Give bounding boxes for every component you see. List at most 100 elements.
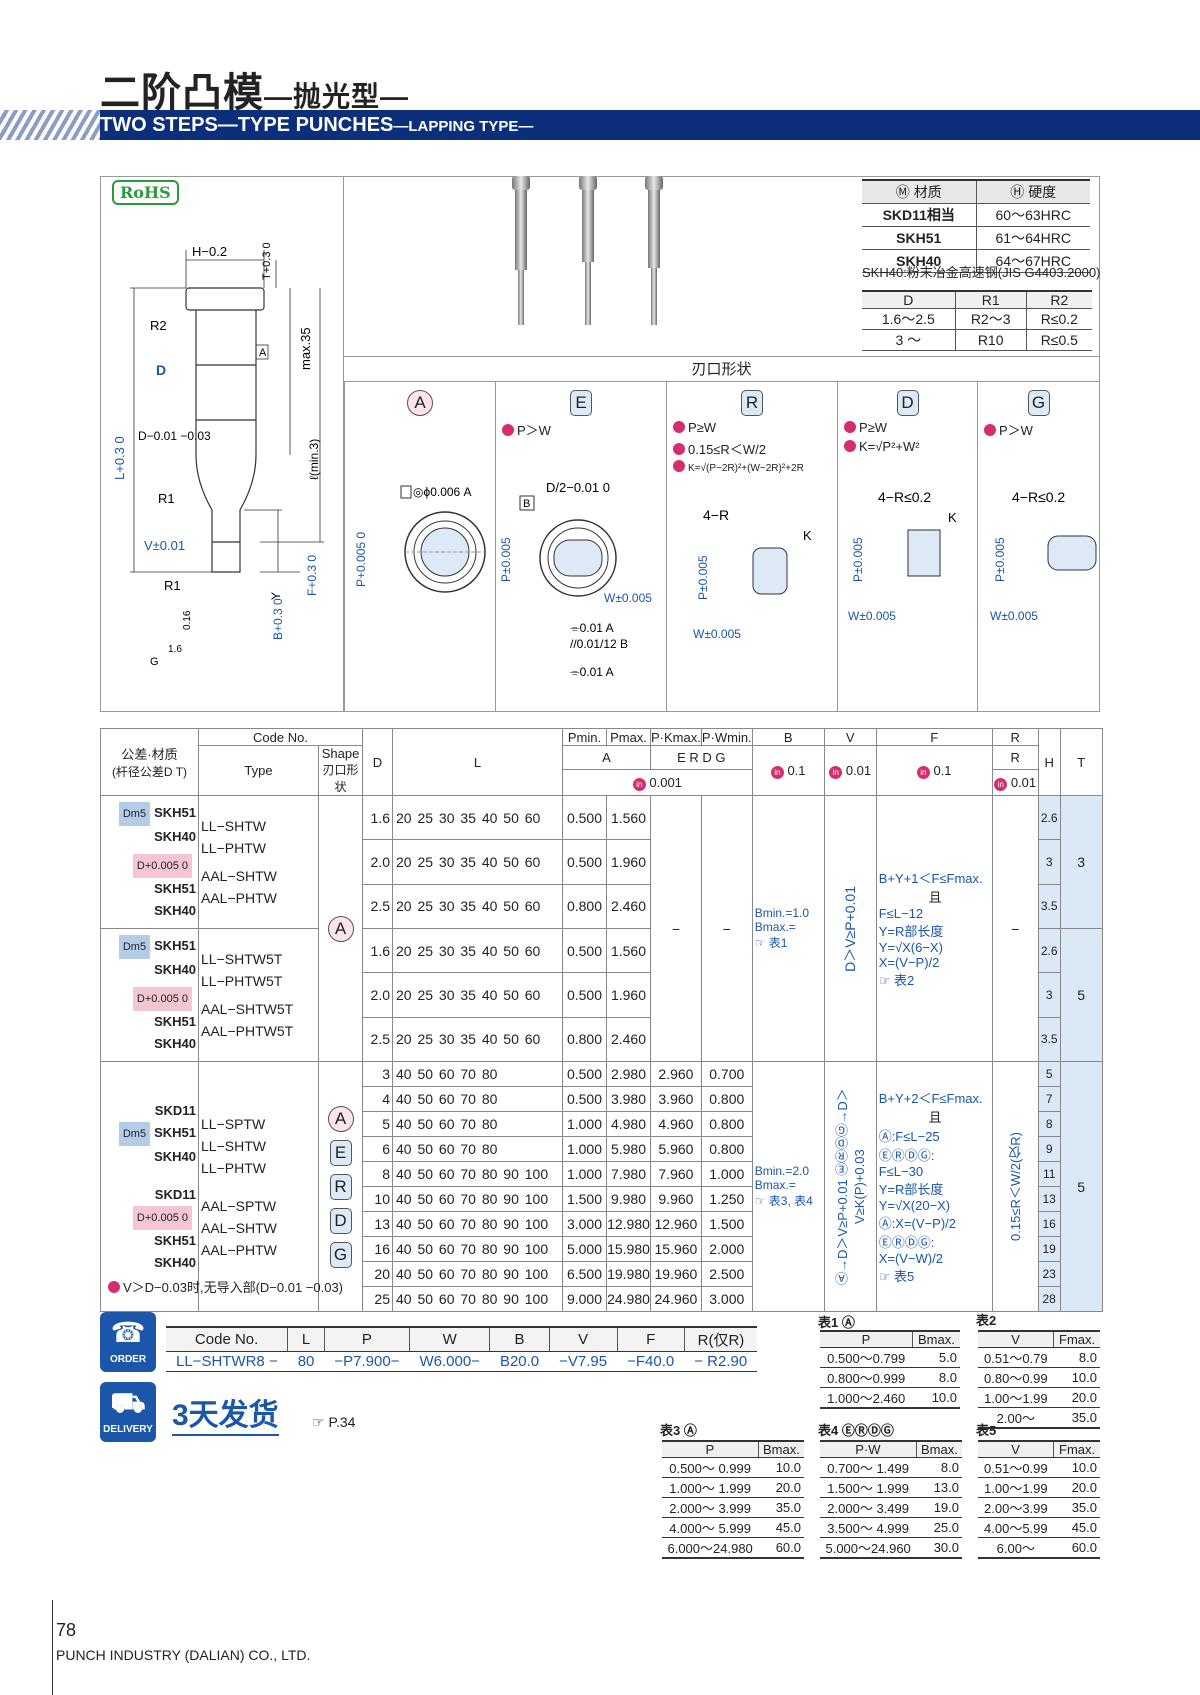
- order-header-cell: B: [489, 1326, 550, 1352]
- footer-rule: [52, 1600, 53, 1695]
- h-cell: 11: [1037, 1161, 1061, 1187]
- t1-title: 表1 Ⓐ: [818, 1315, 855, 1330]
- f-text-line: ☞ 表5: [878, 1269, 915, 1284]
- value-cell: 0.500～ 0.999: [662, 1457, 759, 1478]
- pk-cell: 4.960: [650, 1111, 702, 1137]
- material-name: SKH51: [154, 881, 196, 896]
- pmax-cell: 2.460: [606, 883, 651, 930]
- label-p-a: P+0.005 0: [354, 532, 368, 587]
- material-name: SKH51: [154, 1232, 196, 1248]
- dim-max35: max.35: [298, 327, 313, 370]
- type-code: AAL−PHTW: [201, 1241, 277, 1258]
- f-text-line: ⒺⓇⒹⒼ:: [878, 1235, 935, 1250]
- r-cell: 0.15≤R＜W/2(仅R): [991, 1061, 1039, 1312]
- l-cell: 40 50 60 70 80 90 100: [392, 1261, 563, 1287]
- pk-cell: 2.960: [650, 1061, 702, 1087]
- v-formula: Ⓐ→D＞V≥P+0.01 ⒺⓇⒹⒼ→D＞V≥K(P)+0.03: [835, 1088, 868, 1285]
- mat-cell: 64～67HRC: [976, 249, 1090, 273]
- d-cell: 1.6: [362, 794, 393, 841]
- th-r: R: [991, 728, 1039, 746]
- l-cell: 40 50 60 70 80: [392, 1136, 563, 1162]
- order-value-cell: −V7.95: [549, 1351, 618, 1372]
- note-r-1: P≥W: [688, 420, 717, 435]
- label-p-g: P±0.005: [993, 537, 1007, 582]
- type-code: LL−PHTW5T: [201, 973, 283, 989]
- value-cell: 0.51～0.99: [978, 1457, 1054, 1478]
- note-g-1: P＞W: [999, 423, 1033, 438]
- pw-cell: 0.800: [700, 1086, 753, 1112]
- tolerance-badge: D+0.005 0: [132, 987, 192, 1011]
- datum-a: A: [259, 347, 267, 359]
- shape-r-drawing: 4−R K P±0.005 W±0.005: [693, 507, 812, 641]
- dim-r1-lower: R1: [164, 578, 181, 593]
- pmax-cell: 1.560: [606, 927, 651, 974]
- order-header-cell: W: [409, 1326, 491, 1352]
- pmin-cell: 0.500: [562, 927, 607, 974]
- th-erdg-mark: E R D G: [650, 744, 753, 771]
- delivery-ref-link[interactable]: ☞ P.34: [312, 1414, 356, 1430]
- value-cell: 6.000～24.980: [662, 1537, 759, 1559]
- l-cell: 40 50 60 70 80 90 100: [392, 1286, 563, 1312]
- drawing-frame: [100, 176, 1100, 712]
- value-cell: 2.00～: [978, 1407, 1054, 1429]
- pmin-cell: 1.500: [562, 1186, 607, 1212]
- r-cell: R≤0.2: [1026, 308, 1092, 330]
- value-cell: 2.000～ 3.499: [820, 1497, 917, 1518]
- blade-shape-title: 刃口形状: [344, 356, 1099, 382]
- f-text-line: ☞ 表2: [878, 973, 915, 988]
- l-cell: 40 50 60 70 80: [392, 1061, 563, 1087]
- shape-mark-d: D: [896, 390, 919, 416]
- pmax-cell: 4.980: [606, 1111, 651, 1137]
- shape-mark-e: E: [329, 1139, 352, 1166]
- pmax-cell: 9.980: [606, 1186, 651, 1212]
- value-cell: 8.0: [916, 1457, 962, 1478]
- h-cell: 7: [1037, 1086, 1061, 1112]
- label-4r-g: 4−R≤0.2: [1012, 489, 1065, 505]
- th-pw: P·Wmin.: [700, 728, 753, 746]
- f-text-line: X=(V−W)/2: [878, 1251, 943, 1266]
- tolerance-badge: Dm5: [118, 1121, 151, 1146]
- pw-cell: 1.500: [700, 1211, 753, 1237]
- label-w-g: W±0.005: [990, 609, 1038, 623]
- f-text-line: F≤L−30: [878, 1164, 924, 1179]
- h-cell: 3.5: [1037, 883, 1061, 930]
- label-p-d: P±0.005: [851, 537, 865, 582]
- t5-title: 表5: [976, 1423, 997, 1438]
- pmax-cell: 2.460: [606, 1016, 651, 1063]
- value-cell: 20.0: [1053, 1477, 1100, 1498]
- h-cell: 2.6: [1037, 927, 1061, 974]
- d-cell: 16: [362, 1236, 393, 1262]
- header-cell: Bmax.: [758, 1440, 804, 1458]
- label-w-r: W±0.005: [693, 627, 741, 641]
- b-text-line: Bmin.=2.0: [754, 1164, 810, 1178]
- h-cell: 16: [1037, 1211, 1061, 1237]
- shape-e-drawing: D/2−0.01 0 B P±0.005 W±0.005 ⌯0.01 A //0…: [499, 480, 652, 679]
- th-f-tol: in 0.1: [875, 745, 993, 796]
- th-v: V: [823, 728, 877, 746]
- pmin-cell: 6.500: [562, 1261, 607, 1287]
- table-row: 6.00～60.0: [978, 1537, 1100, 1559]
- type-code: AAL−SHTW5T: [201, 1001, 294, 1017]
- header-cell: P: [662, 1440, 759, 1458]
- f-text-line: Ⓐ:F≤L−25: [878, 1129, 940, 1144]
- d-cell: 2.0: [362, 839, 393, 885]
- pmin-cell: 1.000: [562, 1161, 607, 1187]
- label-d2: D/2−0.01 0: [546, 480, 610, 495]
- dim-y: Y: [269, 592, 283, 600]
- note-r-2: 0.15≤R＜W/2: [688, 442, 766, 457]
- order-header-cell: R(仅R): [684, 1326, 758, 1352]
- value-cell: 0.51～0.79: [978, 1347, 1054, 1368]
- r-formula: 0.15≤R＜W/2(仅R): [1007, 1132, 1023, 1241]
